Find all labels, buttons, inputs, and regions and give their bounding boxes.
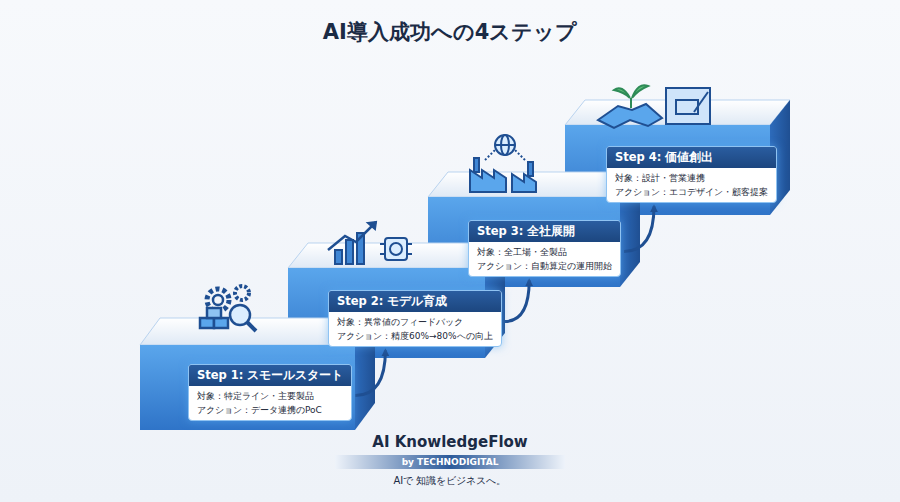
step-arrow — [624, 206, 654, 251]
step-box: Step 1: スモールスタート対象：特定ライン・主要製品アクション：データ連携… — [188, 364, 352, 421]
handshake-icon — [598, 85, 710, 128]
diagram-title: AI導入成功への4ステップ — [0, 18, 900, 46]
step-heading: Step 1: スモールスタート — [189, 365, 351, 386]
brand-name: AI KnowledgeFlow — [0, 433, 900, 451]
step-box: Step 2: モデル育成対象：異常値のフィードバックアクション：精度60%→8… — [328, 290, 502, 347]
step-heading: Step 2: モデル育成 — [329, 291, 501, 312]
step-arrow — [505, 280, 530, 321]
step-detail: アクション：精度60%→80%への向上 — [329, 329, 501, 346]
step-detail: 対象：異常値のフィードバック — [329, 312, 501, 329]
gear-icon — [200, 286, 256, 331]
step-detail: アクション：エコデザイン・顧客提案 — [607, 185, 776, 202]
factory-icon — [470, 135, 536, 192]
step-detail: 対象：設計・営業連携 — [607, 168, 776, 185]
step-detail: アクション：データ連携のPoC — [189, 403, 351, 420]
chart-icon — [328, 222, 412, 264]
step-detail: 対象：全工場・全製品 — [469, 242, 620, 259]
step-detail: アクション：自動算定の運用開始 — [469, 259, 620, 276]
brand-tagline: AIで 知識をビジネスへ。 — [0, 474, 900, 488]
step-box: Step 3: 全社展開対象：全工場・全製品アクション：自動算定の運用開始 — [468, 220, 621, 277]
step-arrow — [355, 350, 385, 395]
step-heading: Step 4: 価値創出 — [607, 147, 776, 168]
step-box: Step 4: 価値創出対象：設計・営業連携アクション：エコデザイン・顧客提案 — [606, 146, 777, 203]
step-heading: Step 3: 全社展開 — [469, 221, 620, 242]
step-detail: 対象：特定ライン・主要製品 — [189, 386, 351, 403]
brand-sub: by TECHNODIGITAL — [0, 455, 900, 469]
